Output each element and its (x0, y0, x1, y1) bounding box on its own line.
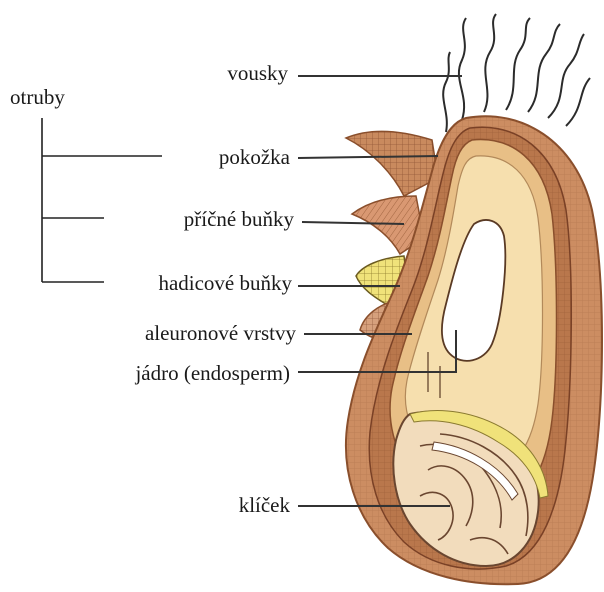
label-pricne-bunky: příčné buňky (184, 207, 295, 231)
hair (443, 52, 450, 132)
label-vousky: vousky (227, 61, 288, 85)
label-otruby: otruby (10, 85, 65, 109)
label-pokozka: pokožka (219, 145, 291, 169)
hair (506, 18, 530, 110)
label-hadicove-bunky: hadicové buňky (158, 271, 292, 295)
label-klicek: klíček (239, 493, 291, 517)
label-aleuronove-vrstvy: aleuronové vrstvy (145, 321, 297, 345)
hair (459, 18, 466, 120)
label-jadro: jádro (endosperm) (134, 361, 290, 385)
hairs-group (443, 14, 590, 132)
bran-bracket (42, 118, 162, 282)
grain-body (346, 116, 602, 584)
hair (528, 24, 560, 112)
hair (484, 14, 496, 112)
hair (566, 78, 590, 126)
labels: otruby vousky pokožka příčné buňky hadic… (10, 61, 296, 517)
